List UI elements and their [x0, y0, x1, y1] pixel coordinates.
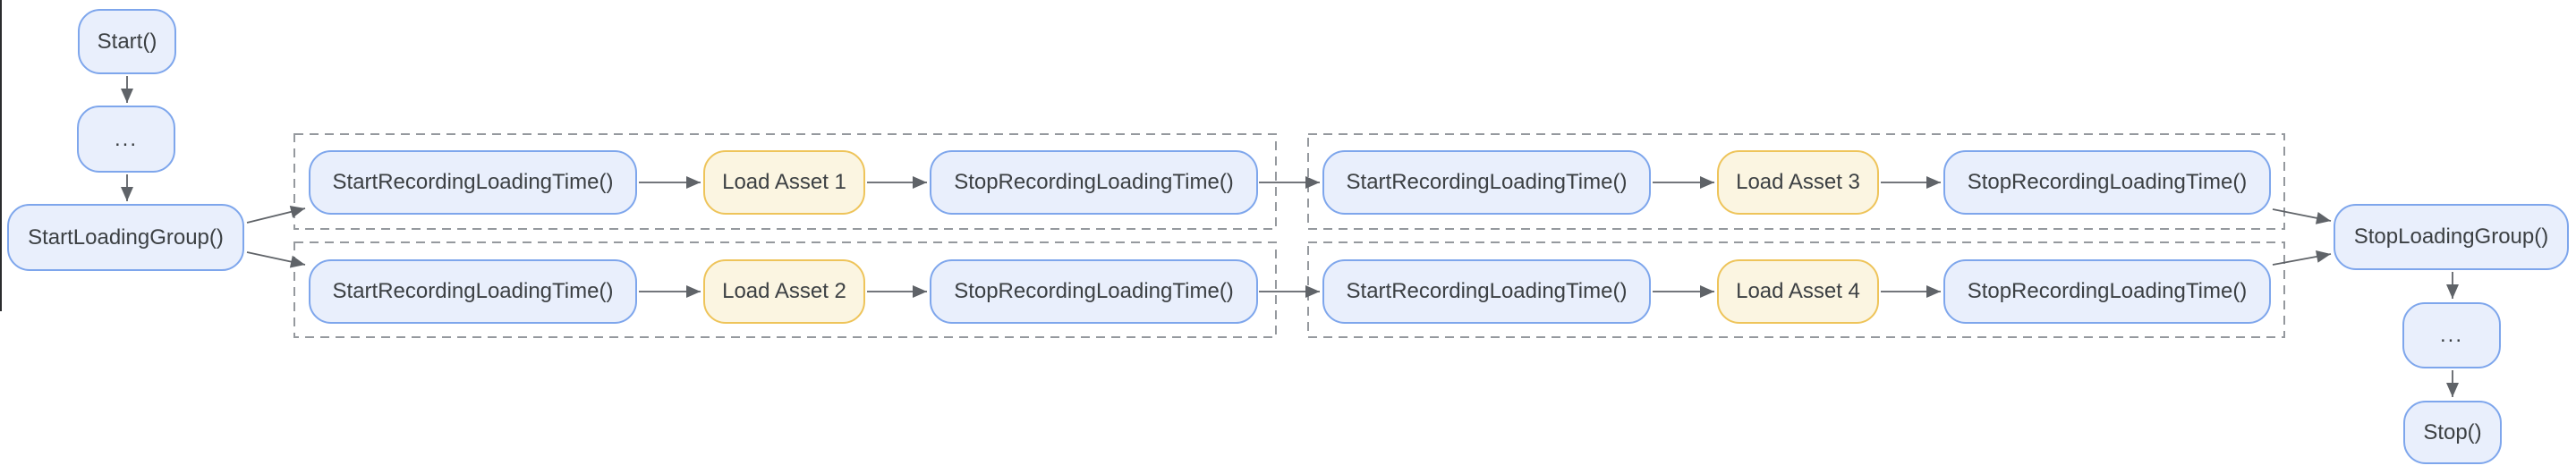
node-stop: Stop() — [2403, 401, 2502, 464]
node-stop-loading-group: StopLoadingGroup() — [2334, 204, 2569, 270]
node-ellipsis-top: ... — [77, 106, 175, 173]
dashed-group-row2-right — [1307, 241, 2285, 338]
node-ellipsis-bottom: ... — [2402, 302, 2501, 368]
node-load-asset-3: Load Asset 3 — [1717, 150, 1879, 215]
node-start-recording-1: StartRecordingLoadingTime() — [309, 150, 637, 215]
node-start-recording-3: StartRecordingLoadingTime() — [1322, 150, 1651, 215]
left-edge-artifact — [0, 0, 2, 311]
node-load-asset-1: Load Asset 1 — [703, 150, 865, 215]
node-stop-recording-1: StopRecordingLoadingTime() — [930, 150, 1258, 215]
node-stop-recording-2: StopRecordingLoadingTime() — [930, 259, 1258, 324]
arrow-start-loading-group-to-start-recording-2 — [246, 251, 306, 268]
node-stop-recording-3: StopRecordingLoadingTime() — [1943, 150, 2271, 215]
node-start-recording-4: StartRecordingLoadingTime() — [1322, 259, 1651, 324]
node-load-asset-2: Load Asset 2 — [703, 259, 865, 324]
dashed-group-row1-right — [1307, 133, 2285, 230]
arrow-stop-recording-3-to-stop-loading-group — [2272, 208, 2332, 224]
node-start: Start() — [78, 9, 176, 74]
node-start-loading-group: StartLoadingGroup() — [7, 204, 244, 271]
node-start-recording-2: StartRecordingLoadingTime() — [309, 259, 637, 324]
node-stop-recording-4: StopRecordingLoadingTime() — [1943, 259, 2271, 324]
dashed-group-row2-left — [293, 241, 1277, 338]
dashed-group-row1-left — [293, 133, 1277, 230]
node-load-asset-4: Load Asset 4 — [1717, 259, 1879, 324]
arrow-start-loading-group-to-start-recording-1 — [246, 206, 306, 224]
arrow-stop-recording-4-to-stop-loading-group — [2272, 250, 2332, 266]
